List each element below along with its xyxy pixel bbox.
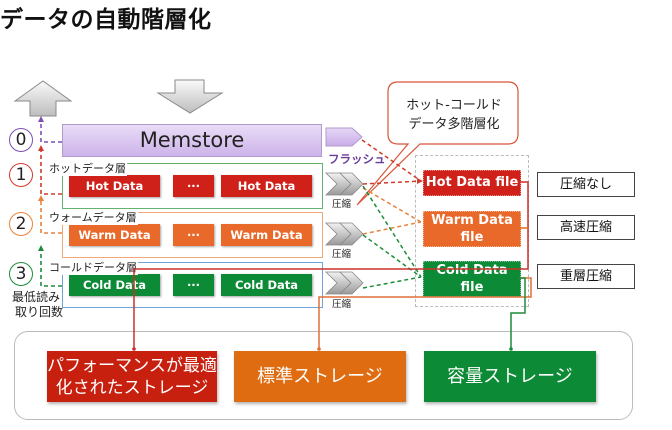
compress-chevron-icon	[325, 222, 364, 246]
compress-label: 圧縮	[332, 299, 352, 310]
flush-arrow-icon	[325, 127, 363, 147]
fast-compression-box: 高速圧縮	[537, 215, 635, 240]
capacity-storage: 容量ストレージ	[424, 351, 596, 402]
min-read-line2: 取り回数	[15, 305, 64, 319]
step-2-badge: 2	[9, 212, 33, 236]
standard-storage: 標準ストレージ	[234, 351, 406, 402]
ellipsis-block: ···	[173, 274, 214, 296]
ellipsis-block: ···	[173, 224, 214, 246]
page-title: データの自動階層化	[0, 7, 212, 33]
hot-data-block: Hot Data	[221, 175, 312, 197]
cold-data-file: Cold Data file	[423, 261, 521, 297]
warm-data-file-label: Warm Data	[431, 213, 513, 228]
warm-tier-box: Warm Data ··· Warm Data	[62, 212, 323, 258]
ellipsis-block: ···	[173, 175, 214, 197]
callout-line2: データ多階層化	[408, 117, 500, 132]
step-3-badge: 3	[9, 262, 33, 286]
performance-storage-line1: パフォーマンスが最適	[47, 355, 217, 376]
hot-data-file-label: Hot Data file	[425, 175, 519, 190]
performance-storage: パフォーマンスが最適 化されたストレージ	[47, 351, 217, 402]
cold-data-block: Cold Data	[221, 274, 312, 296]
no-compression-box: 圧縮なし	[537, 172, 635, 197]
callout-bubble	[356, 81, 519, 206]
compress-label: 圧縮	[332, 199, 352, 210]
callout-text: ホット-コールド データ多階層化	[395, 96, 513, 134]
warm-data-block: Warm Data	[221, 224, 312, 246]
warm-data-block: Warm Data	[69, 224, 160, 246]
hot-data-block: Hot Data	[69, 175, 160, 197]
min-read-label: 最低読み 取り回数	[12, 290, 63, 320]
compress-chevron-icon	[325, 271, 364, 295]
warm-data-file-label-2: file	[460, 230, 484, 245]
flush-label: フラッシュ	[328, 152, 386, 166]
cold-data-file-label: Cold Data	[436, 263, 508, 278]
step-1-badge: 1	[9, 163, 33, 187]
compress-chevron-icon	[325, 172, 364, 196]
callout-line1: ホット-コールド	[406, 98, 502, 113]
hot-tier-label: ホットデータ層	[48, 160, 127, 176]
performance-storage-line2: 化されたストレージ	[55, 377, 209, 398]
up-arrow-icon	[13, 80, 73, 117]
hot-data-file: Hot Data file	[423, 170, 521, 196]
warm-tier-label: ウォームデータ層	[48, 209, 138, 225]
down-arrow-icon	[156, 79, 224, 114]
cold-data-file-label-2: file	[460, 280, 484, 295]
cold-data-block: Cold Data	[69, 274, 160, 296]
memstore-box: Memstore	[62, 124, 322, 157]
step-0-badge: 0	[9, 128, 33, 152]
min-read-line1: 最低読み	[12, 290, 61, 304]
deep-compression-box: 重層圧縮	[537, 264, 635, 289]
warm-data-file: Warm Data file	[423, 211, 521, 247]
compress-label: 圧縮	[332, 249, 352, 260]
cold-tier-label: コールドデータ層	[48, 259, 138, 275]
